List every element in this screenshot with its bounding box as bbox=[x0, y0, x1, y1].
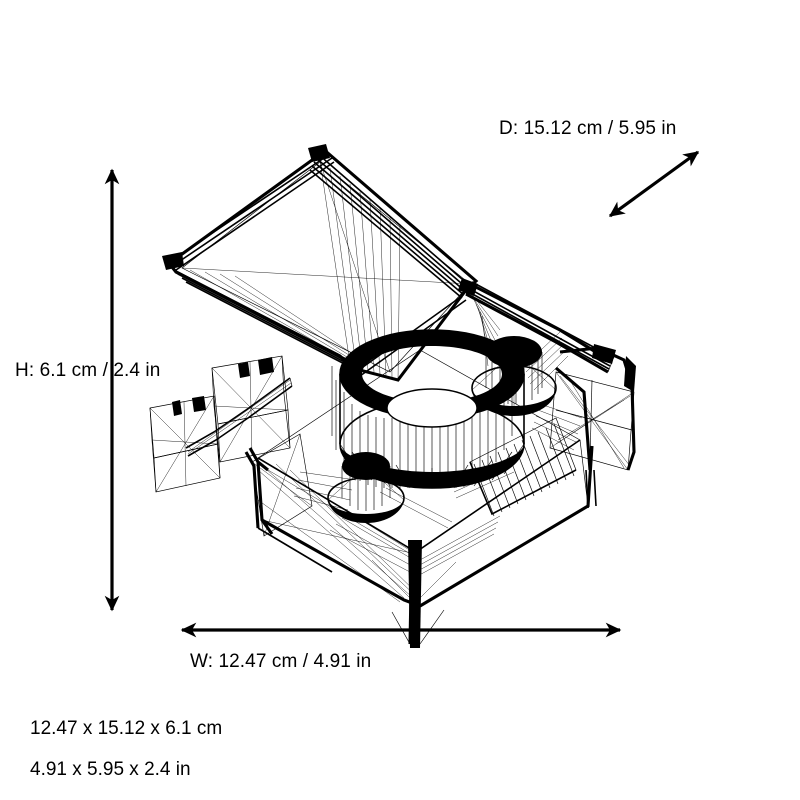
mesh-left-module-b bbox=[149, 395, 221, 493]
mesh-right-frame bbox=[549, 344, 636, 509]
mesh-left-lower-frame bbox=[244, 433, 405, 603]
summary-imperial: 4.91 x 5.95 x 2.4 in bbox=[30, 759, 191, 780]
summary-metric: 12.47 x 15.12 x 6.1 cm bbox=[30, 718, 223, 739]
height-dimension-label: H: 6.1 cm / 2.4 in bbox=[15, 360, 161, 381]
depth-dimension-arrow bbox=[608, 150, 700, 218]
mesh-ribbed-block bbox=[469, 417, 577, 517]
mesh-left-arm bbox=[149, 355, 293, 493]
mesh-boss-cylinder-left bbox=[327, 452, 405, 523]
mesh-detail-hatching bbox=[293, 291, 583, 579]
depth-dimension-label: D: 15.12 cm / 5.95 in bbox=[499, 118, 677, 139]
width-dimension-label: W: 12.47 cm / 4.91 in bbox=[190, 651, 372, 672]
mesh-center-cylinder bbox=[331, 329, 525, 489]
mesh-left-module-a bbox=[211, 355, 291, 463]
